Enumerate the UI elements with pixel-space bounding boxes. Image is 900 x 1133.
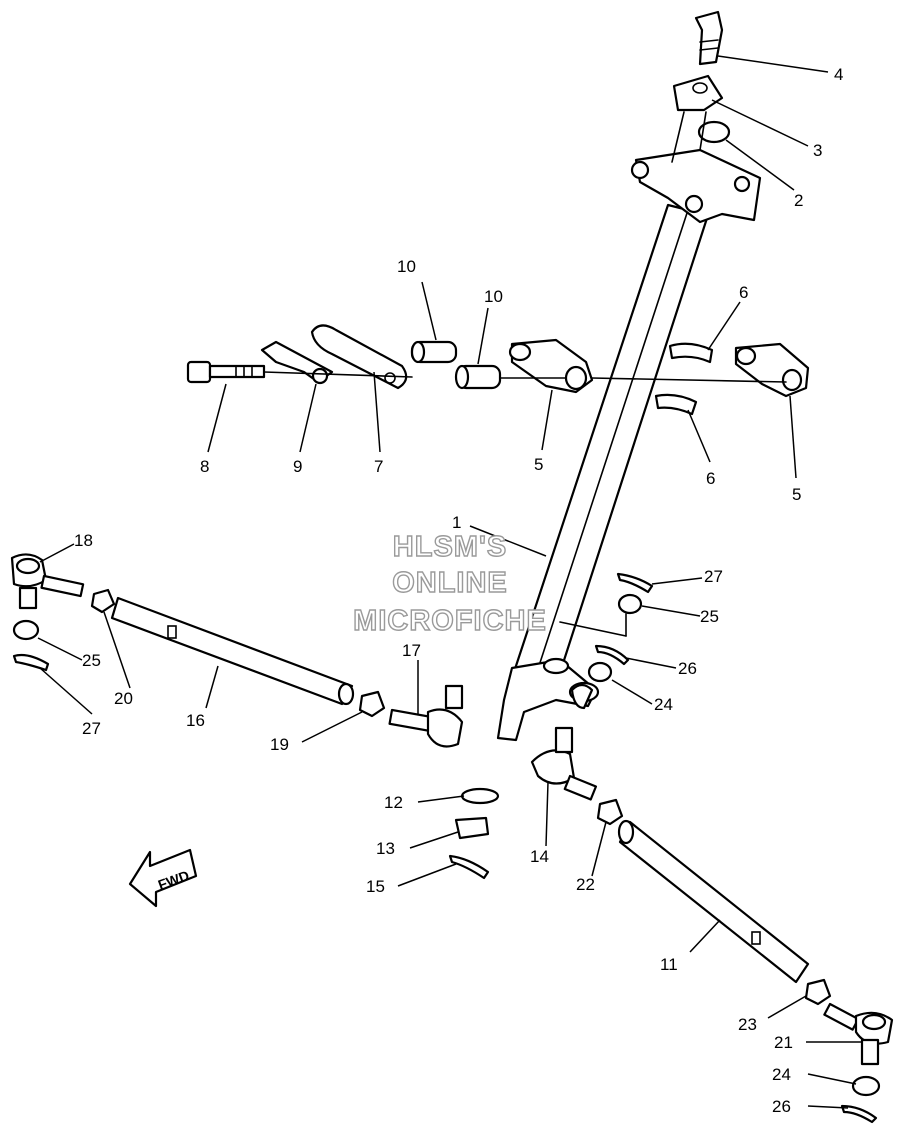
upper-bolt (694, 10, 724, 66)
part-label: 10 (397, 257, 416, 276)
part-label: 6 (739, 283, 748, 302)
right-cotter-pin-26 (840, 1104, 878, 1124)
part-label: 26 (678, 659, 697, 678)
part-label: 4 (834, 65, 843, 84)
part-label: 13 (376, 839, 395, 858)
right-tie-rod-tube (618, 820, 810, 984)
rod-end-15 (530, 749, 576, 785)
cotter-pin-13 (448, 854, 490, 880)
rubber-plug (697, 120, 731, 144)
part-numbers: 4 3 2 10 10 6 8 9 7 5 6 5 1 18 27 25 17 … (74, 65, 843, 1116)
washer-11 (460, 787, 500, 805)
right-locknut-18 (804, 978, 832, 1006)
upper-holder (630, 10, 762, 224)
watermark-line-3: MICROFICHE (353, 605, 547, 637)
left-cotter-pin (12, 653, 50, 672)
steering-column (496, 203, 710, 742)
watermark-line-1: HLSM'S (393, 531, 507, 563)
part-label: 7 (374, 457, 383, 476)
locknut-17 (596, 798, 624, 826)
part-label: 25 (700, 607, 719, 626)
part-label: 20 (114, 689, 133, 708)
part-label: 26 (772, 1097, 791, 1116)
part-label: 5 (534, 455, 543, 474)
left-locknut-22 (358, 690, 386, 718)
part-label: 6 (706, 469, 715, 488)
part-label: 24 (654, 695, 673, 714)
part-label: 27 (704, 567, 723, 586)
right-nut-24 (851, 1075, 881, 1097)
part-label: 2 (794, 191, 803, 210)
left-tie-rod-tube (110, 596, 354, 706)
part-label: 19 (270, 735, 289, 754)
leader-lines (37, 55, 862, 1109)
part-label: 21 (774, 1033, 793, 1052)
nut-12 (454, 816, 490, 840)
watermark-line-2: ONLINE (392, 567, 508, 599)
right-tie-rod (617, 819, 894, 1124)
part-label: 9 (293, 457, 302, 476)
part-label: 11 (660, 955, 678, 974)
part-label: 15 (366, 877, 385, 896)
part-label: 16 (186, 711, 205, 730)
watermark: HLSM'S ONLINE MICROFICHE (352, 530, 547, 637)
part-label: 22 (576, 875, 595, 894)
part-label: 17 (402, 641, 421, 660)
part-label: 3 (813, 141, 822, 160)
part-label: 23 (738, 1015, 757, 1034)
column-bushing-set (186, 324, 810, 416)
part-label: 12 (384, 793, 403, 812)
part-label: 18 (74, 531, 93, 550)
left-nut-25 (12, 619, 40, 641)
fwd-arrow-icon: FWD (128, 848, 198, 908)
part-label: 1 (452, 513, 461, 532)
part-label: 5 (792, 485, 801, 504)
center-rod-ends (388, 572, 654, 880)
part-label: 27 (82, 719, 101, 738)
part-label: 25 (82, 651, 101, 670)
part-label: 10 (484, 287, 503, 306)
part-label: 8 (200, 457, 209, 476)
part-label: 14 (530, 847, 549, 866)
left-locknut-23 (90, 588, 116, 614)
rod-end-20 (426, 708, 464, 748)
left-tie-rod (10, 553, 386, 718)
part-label: 24 (772, 1065, 791, 1084)
